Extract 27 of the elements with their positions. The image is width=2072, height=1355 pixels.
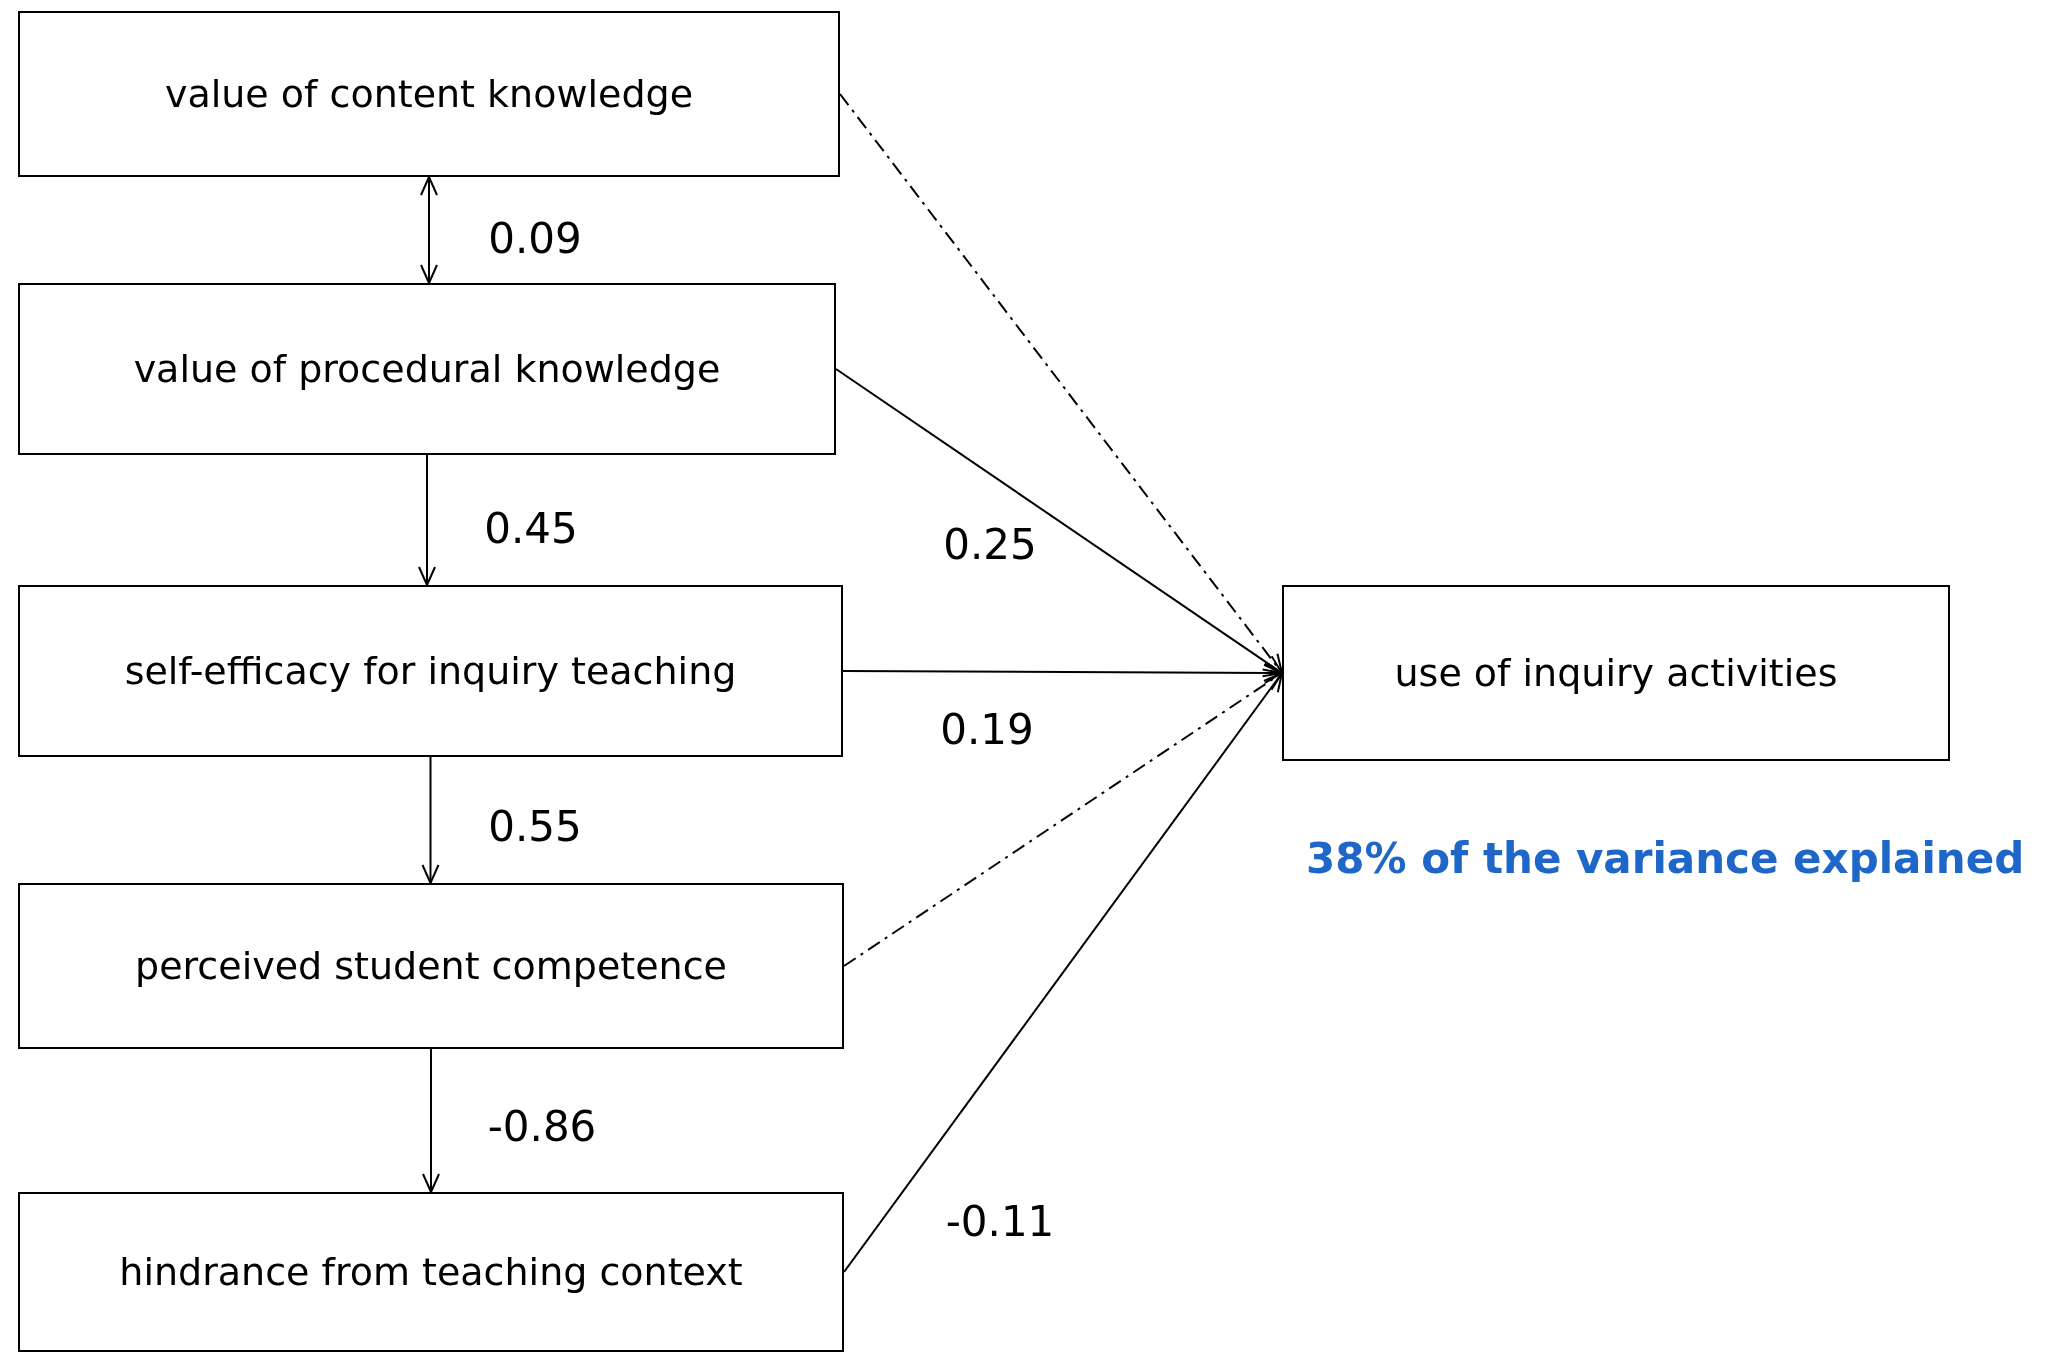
variable-box — [18, 1192, 844, 1352]
arrow — [843, 672, 1283, 967]
variable-box — [18, 11, 840, 177]
arrow — [421, 756, 440, 884]
path-coefficient: -0.11 — [945, 1196, 1055, 1246]
arrow — [843, 672, 1283, 1273]
variable-box — [18, 283, 836, 455]
arrow — [420, 176, 438, 284]
variable-box — [1282, 585, 1950, 761]
path-coefficient: 0.19 — [940, 704, 1034, 754]
path-coefficient: 0.09 — [488, 213, 582, 263]
arrow — [835, 368, 1283, 674]
path-coefficient: 0.25 — [943, 519, 1037, 569]
variable-name: value of content knowledge — [164, 72, 694, 116]
variable-name: perceived student competence — [135, 944, 727, 988]
path-coefficient: -0.86 — [487, 1101, 597, 1151]
variable-name: hindrance from teaching context — [119, 1250, 743, 1294]
arrow — [418, 454, 436, 586]
variable-name: use of inquiry activities — [1394, 651, 1838, 695]
variable-name: self-efficacy for inquiry teaching — [124, 649, 737, 693]
arrow — [422, 1048, 440, 1193]
variance-note: 38% of the variance explained — [1306, 834, 2025, 883]
path-coefficient: 0.45 — [484, 503, 578, 553]
variable-box — [18, 585, 843, 757]
variable-name: value of procedural knowledge — [133, 347, 721, 391]
variable-box — [18, 883, 844, 1049]
path-coefficient: 0.55 — [488, 801, 582, 851]
